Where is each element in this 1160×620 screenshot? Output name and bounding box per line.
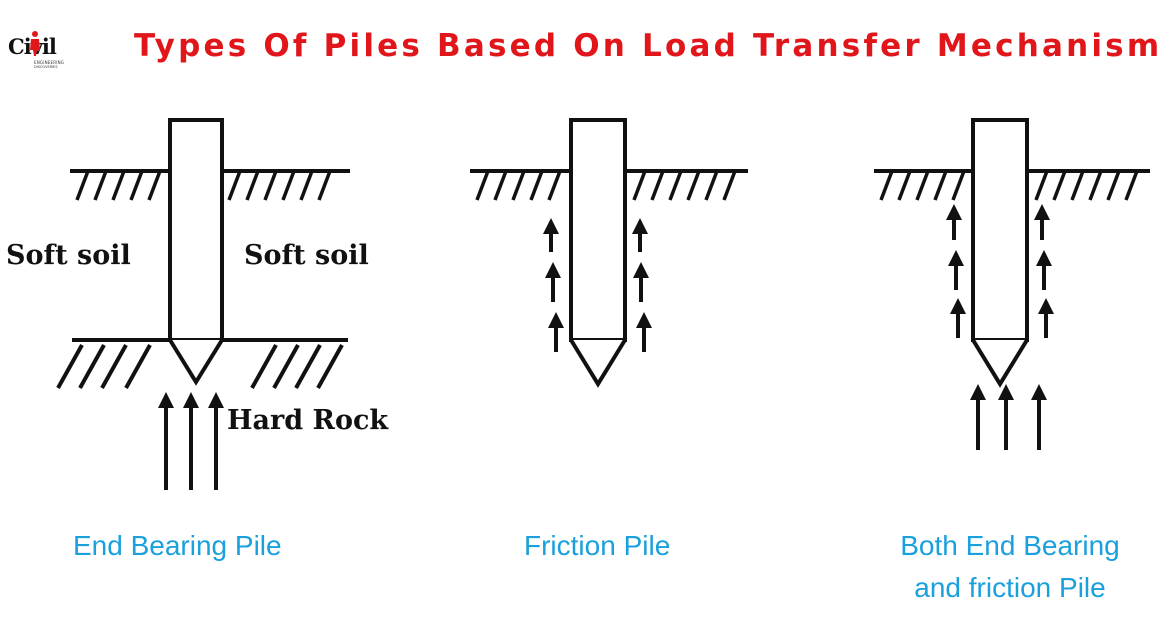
logo-subtitle: ENGINEERING	[34, 60, 65, 65]
caption-end-bearing: End Bearing Pile	[73, 530, 282, 561]
caption-friction: Friction Pile	[524, 530, 671, 561]
pile-shaft	[569, 118, 627, 342]
end-bearing-pile-diagram	[56, 118, 350, 490]
logo-subtitle-2: DISCOVERIES	[34, 65, 58, 69]
logo-figure-icon	[30, 31, 40, 56]
rock-hatching	[56, 344, 344, 389]
pile-tip	[569, 338, 627, 388]
page-title: Types Of Piles Based On Load Transfer Me…	[134, 28, 1160, 64]
soft-soil-label-left: Soft soil	[6, 240, 131, 271]
logo: Civil ENGINEERING DISCOVERIES	[8, 30, 78, 70]
combined-pile-diagram	[874, 118, 1150, 450]
soil-hatching-top	[475, 170, 737, 201]
pile-tip	[168, 338, 224, 386]
pile-shaft	[971, 118, 1029, 342]
pile-tip	[971, 338, 1029, 388]
soil-hatching-top	[75, 170, 332, 201]
caption-both-line1: Both End Bearing	[900, 530, 1120, 561]
soil-hatching-top	[879, 170, 1139, 201]
hard-rock-label: Hard Rock	[227, 405, 389, 436]
friction-pile-diagram	[470, 118, 748, 388]
pile-shaft	[168, 118, 224, 342]
caption-both-line2: and friction Pile	[914, 572, 1106, 603]
soft-soil-label-right: Soft soil	[244, 240, 369, 271]
